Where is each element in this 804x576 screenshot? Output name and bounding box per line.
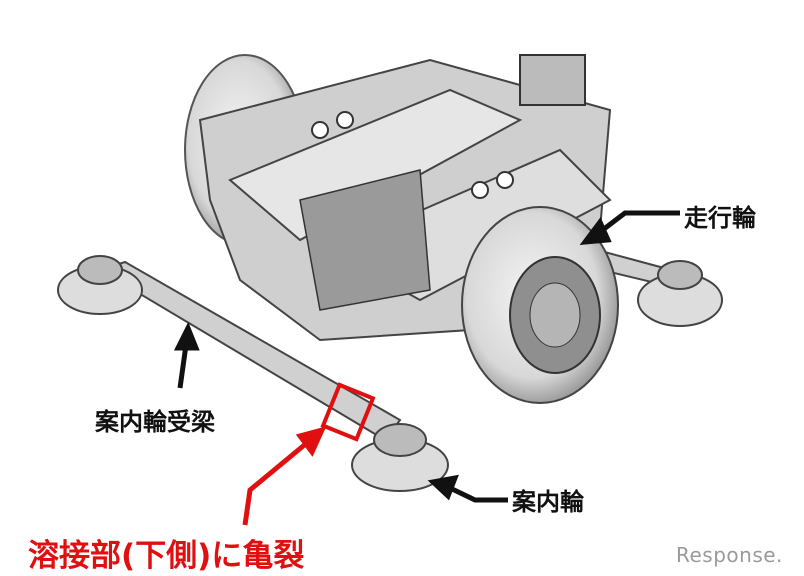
label-running-wheel: 走行輪 [684,204,756,232]
label-crack-note: 溶接部(下側)に亀裂 [28,538,305,574]
guide-wheel-left [57,255,143,315]
guide-wheel-right [637,260,723,327]
guide-wheel-front [351,423,449,492]
arrow-running-wheel [579,210,680,245]
watermark-logo: Response. [676,543,783,567]
label-guide-wheel: 案内輪 [512,488,584,516]
motor-box [519,54,586,106]
arrow-crack [242,426,327,526]
arrow-guide-wheel-beam [173,321,200,389]
crack-highlight-box [320,382,376,442]
arrow-guide-wheel [427,474,508,503]
label-guide-wheel-beam: 案内輪受梁 [95,408,215,436]
